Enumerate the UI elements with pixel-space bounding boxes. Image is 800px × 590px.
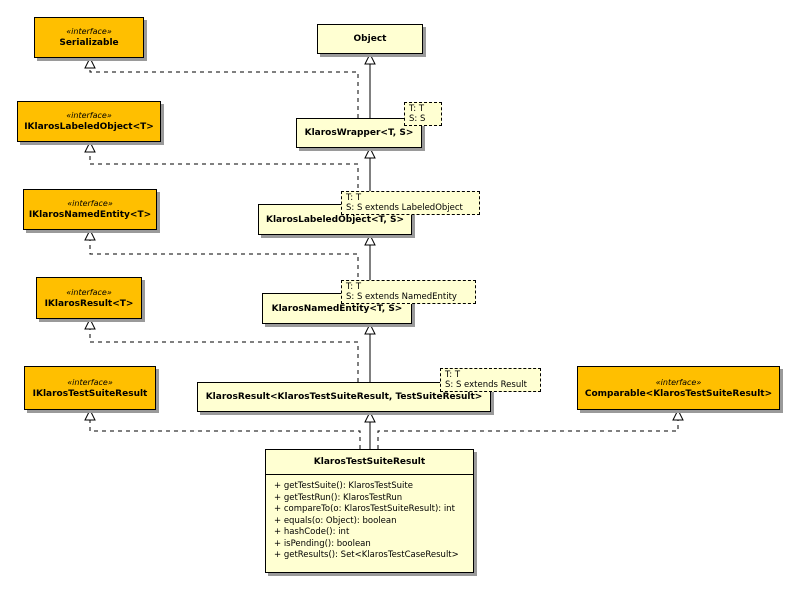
type-param-s: S: S extends NamedEntity: [346, 292, 457, 302]
arrowhead-wrapper: [364, 146, 376, 159]
interface-comparable[interactable]: «interface» Comparable<KlarosTestSuiteRe…: [577, 366, 780, 410]
method-item: + isPending(): boolean: [274, 538, 371, 549]
type-param-s: S: S extends LabeledObject: [346, 203, 463, 213]
type-params-result: T: T S: S extends Result: [440, 368, 541, 392]
arrowhead-named-entity: [364, 322, 376, 335]
stereotype-label: «interface»: [655, 377, 702, 387]
arrowhead-serializable: [84, 56, 96, 69]
class-name: KlarosWrapper<T, S>: [304, 128, 414, 138]
method-item: + compareTo(o: KlarosTestSuiteResult): i…: [274, 504, 455, 514]
interface-serializable[interactable]: «interface» Serializable: [34, 17, 144, 58]
realization-result: [89, 329, 359, 382]
arrowhead-i-result: [84, 317, 96, 330]
interface-iklaros-test-suite-result[interactable]: «interface» IKlarosTestSuiteResult: [24, 366, 156, 410]
arrowhead-object: [364, 52, 376, 65]
interface-name: Serializable: [59, 38, 119, 48]
type-param-t: T: T: [346, 282, 362, 292]
method-item: + getResults(): Set<KlarosTestCaseResult…: [274, 550, 459, 560]
arrowhead-result: [364, 410, 376, 423]
stereotype-label: «interface»: [67, 377, 113, 387]
interface-iklaros-named-entity[interactable]: «interface» IKlarosNamedEntity<T>: [23, 189, 157, 230]
method-item: + getTestSuite(): KlarosTestSuite: [274, 481, 413, 491]
stereotype-label: «interface»: [66, 27, 112, 36]
arrowhead-i-labeled-object: [84, 140, 96, 153]
realization-named-entity: [89, 240, 359, 293]
class-klaros-test-suite-result[interactable]: KlarosTestSuiteResult + getTestSuite(): …: [265, 449, 474, 573]
stereotype-label: «interface»: [67, 199, 113, 208]
type-param-s: S: S extends Result: [445, 380, 527, 390]
type-param-t: T: T: [445, 370, 461, 380]
stereotype-label: «interface»: [66, 111, 112, 120]
type-params-named-entity: T: T S: S extends NamedEntity: [341, 280, 476, 304]
type-params-labeled-object: T: T S: S extends LabeledObject: [341, 191, 480, 215]
class-name: KlarosTestSuiteResult: [266, 450, 473, 475]
class-name: Object: [353, 34, 387, 44]
interface-iklaros-labeled-object[interactable]: «interface» IKlarosLabeledObject<T>: [17, 101, 161, 142]
class-name: KlarosNamedEntity<T, S>: [271, 303, 403, 314]
type-params-wrapper: T: T S: S: [404, 102, 442, 126]
realization-labeled-object: [89, 152, 359, 204]
arrowhead-i-test-suite-result: [84, 408, 96, 421]
method-list: + getTestSuite(): KlarosTestSuite + getT…: [266, 475, 473, 562]
type-param-t: T: T: [409, 104, 425, 114]
class-object[interactable]: Object: [317, 24, 423, 54]
interface-name: IKlarosTestSuiteResult: [32, 388, 148, 399]
method-item: + equals(o: Object): boolean: [274, 515, 397, 526]
method-item: + getTestRun(): KlarosTestRun: [274, 492, 403, 503]
realization-test-suite-result: [89, 420, 361, 449]
stereotype-label: «interface»: [66, 287, 112, 297]
class-name: KlarosLabeledObject<T, S>: [266, 214, 404, 225]
interface-name: IKlarosResult<T>: [44, 298, 134, 309]
type-param-s: S: S: [409, 114, 426, 124]
class-klaros-wrapper[interactable]: KlarosWrapper<T, S>: [296, 118, 422, 148]
arrowhead-i-named-entity: [84, 228, 96, 241]
arrowhead-labeled-object: [364, 233, 376, 246]
interface-name: Comparable<KlarosTestSuiteResult>: [584, 388, 773, 399]
interface-name: IKlarosLabeledObject<T>: [24, 122, 154, 132]
type-param-t: T: T: [346, 193, 362, 203]
method-item: + hashCode(): int: [274, 527, 350, 537]
class-name: KlarosResult<KlarosTestSuiteResult, Test…: [205, 392, 483, 402]
realization-serializable: [89, 68, 359, 118]
arrowhead-comparable: [672, 408, 684, 421]
interface-iklaros-result[interactable]: «interface» IKlarosResult<T>: [36, 277, 142, 319]
interface-name: IKlarosNamedEntity<T>: [28, 210, 152, 220]
realization-comparable: [377, 420, 679, 449]
